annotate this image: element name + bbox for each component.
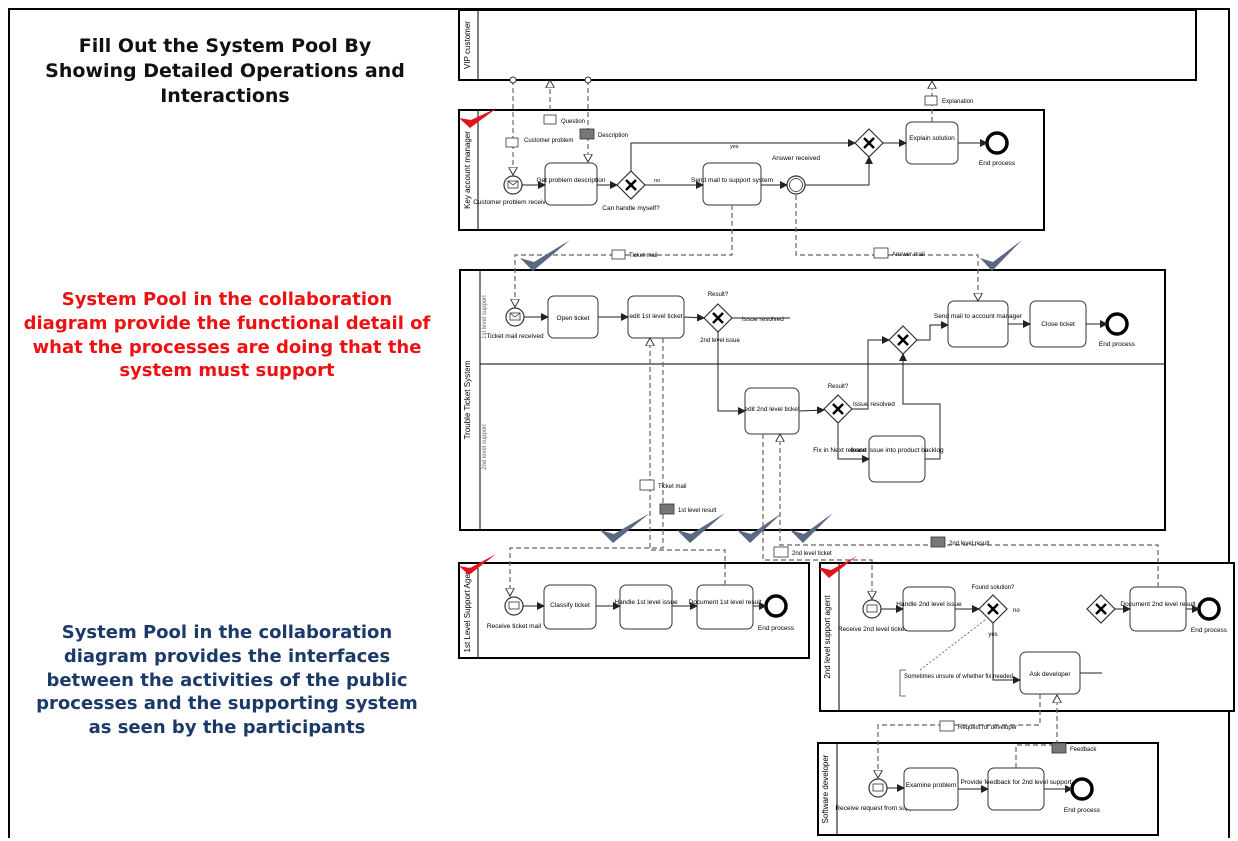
- dev-task-feedback: [987, 767, 1045, 811]
- dev-end-event: [1070, 777, 1094, 801]
- second-document-label: Document 2nd level result: [1120, 601, 1195, 608]
- kam-answer-label: Answer received: [772, 155, 820, 162]
- kam-task-explain: [905, 121, 959, 165]
- msg-question: Question: [561, 119, 585, 125]
- pool-label-customer: VIP customer: [463, 21, 472, 69]
- tts-result2-label: Result?: [828, 384, 849, 390]
- kam-end-event: [985, 131, 1009, 155]
- tts-end-event: [1105, 312, 1129, 336]
- msg-feedback: Feedback: [1070, 747, 1097, 753]
- kam-end-label: End process: [979, 160, 1016, 167]
- second-handle-label: Handle 2nd level issue: [896, 601, 962, 608]
- msg-ticket-mail2: Ticket mail: [658, 484, 686, 490]
- tts-open-label: Open ticket: [557, 315, 590, 322]
- tts-flow: Ticket mail received Open ticket edit 1s…: [486, 292, 1136, 483]
- tts-result1-label: Result?: [708, 292, 729, 298]
- tts-send-mail-label: Send mail to account manager: [934, 313, 1023, 320]
- tts-edit1-label: edit 1st level ticket: [629, 313, 682, 320]
- tts-resolved2-label: Issue resolved: [853, 401, 895, 408]
- message-labels: Explanation Question Description Custome…: [505, 95, 1097, 754]
- msg-ticket2: 2nd level ticket: [792, 551, 832, 557]
- second-ask-label: Ask developer: [1029, 671, 1071, 678]
- tts-close-label: Close ticket: [1041, 321, 1075, 328]
- tts-task-send-mail: [947, 300, 1009, 348]
- msg-result2: 2nd level result: [949, 541, 990, 547]
- first-level-flow: Receive ticket mail Classify ticket Hand…: [487, 584, 795, 632]
- lane-label-tts-bottom: 2nd level support: [482, 424, 488, 470]
- second-task-handle: [902, 586, 956, 632]
- second-annotation-bracket: [899, 669, 906, 697]
- red-check-second-level: [818, 556, 857, 578]
- pool-label-first: 1st Level Support Agent: [463, 567, 472, 653]
- first-classify-label: Classify ticket: [550, 602, 590, 609]
- tts-fix-label: Fix in Next release: [813, 447, 867, 454]
- msg-result1: 1st level result: [678, 508, 717, 514]
- developer-flow: Receive request from support Examine pro…: [835, 767, 1101, 814]
- kam-no-label: no: [654, 178, 660, 184]
- tts-edit2-label: edit 2nd level ticket: [744, 406, 799, 413]
- second-end-label: End process: [1191, 627, 1228, 634]
- kam-flow: Customer problem received Get problem de…: [473, 121, 1016, 212]
- dev-examine-label: Examine problem: [906, 782, 957, 789]
- dev-end-label: End process: [1064, 807, 1101, 814]
- second-level-flow: Receive 2nd level ticket Handle 2nd leve…: [838, 585, 1228, 697]
- first-end-label: End process: [758, 625, 795, 632]
- msg-customer-problem: Customer problem: [524, 138, 573, 144]
- red-check-first-level: [459, 554, 496, 575]
- second-merge-gateway: [1086, 594, 1116, 624]
- heading-bottom: System Pool in the collaboration diagram…: [36, 622, 418, 738]
- msg-ticket-mail: Ticket mail: [629, 253, 657, 259]
- msg-explain: Explanation: [942, 99, 973, 105]
- second-annotation: Sometimes unsure of whether fix needed: [904, 674, 1013, 680]
- kam-task-send-mail: [702, 162, 762, 206]
- first-document-label: Document 1st level result: [689, 599, 762, 606]
- tts-start-label: Ticket mail received: [486, 333, 544, 340]
- second-start-label: Receive 2nd level ticket: [838, 626, 906, 633]
- tts-backlog-label: Insert issue into product backlog: [850, 447, 944, 454]
- second-task-document: [1129, 586, 1187, 632]
- tts-end-label: End process: [1099, 341, 1136, 348]
- kam-gateway-label: Can handle myself?: [602, 205, 660, 212]
- msg-dev-request: Request for developer: [958, 725, 1017, 731]
- msg-describe: Description: [598, 133, 628, 139]
- dev-feedback-label: Provide feedback for 2nd level support: [961, 779, 1072, 786]
- pool-vip-customer: VIP customer: [458, 9, 1197, 81]
- kam-start-label: Customer problem received: [473, 199, 553, 206]
- first-handle-label: Handle 1st level issue: [614, 599, 678, 606]
- tts-resolved1-label: Issue resolved: [742, 316, 784, 323]
- first-start-label: Receive ticket mail: [487, 623, 542, 630]
- kam-explain-label: Explain solution: [909, 135, 955, 142]
- first-task-document: [696, 584, 754, 630]
- first-end-event: [764, 594, 788, 618]
- kam-send-mail-label: Send mail to support system: [691, 177, 773, 184]
- msg-answer-mail: Answer mail: [892, 252, 925, 258]
- kam-yes-label: yes: [730, 144, 739, 150]
- pool-label-tts: Trouble Ticket System: [463, 360, 472, 439]
- second-no-label: no: [1013, 608, 1020, 614]
- heading-middle: System Pool in the collaboration diagram…: [23, 289, 431, 382]
- kam-task-get-problem: [544, 162, 598, 206]
- message-flows: [510, 80, 1159, 778]
- dev-start-label: Receive request from support: [835, 805, 920, 812]
- kam-gateway: [616, 170, 646, 200]
- second-gateway-label: Found solution?: [972, 585, 1015, 591]
- second-end-event: [1197, 597, 1221, 621]
- pool-label-second: 2nd level support agent: [823, 595, 832, 679]
- red-check-kam: [459, 108, 497, 128]
- pool-label-dev: Software developer: [821, 754, 830, 823]
- blue-check-marks: [520, 240, 1022, 543]
- tts-task-backlog: [868, 435, 926, 483]
- tts-second-issue-label: 2nd level issue: [700, 338, 740, 344]
- pool-label-kam: Key account manager: [463, 131, 472, 209]
- lane-label-tts-top: 1st level support: [482, 295, 488, 339]
- first-task-handle: [619, 584, 673, 630]
- heading-top: Fill Out the System Pool By Showing Deta…: [45, 35, 405, 108]
- kam-get-problem-label: Get problem description: [536, 177, 605, 184]
- dev-task-examine: [903, 767, 959, 811]
